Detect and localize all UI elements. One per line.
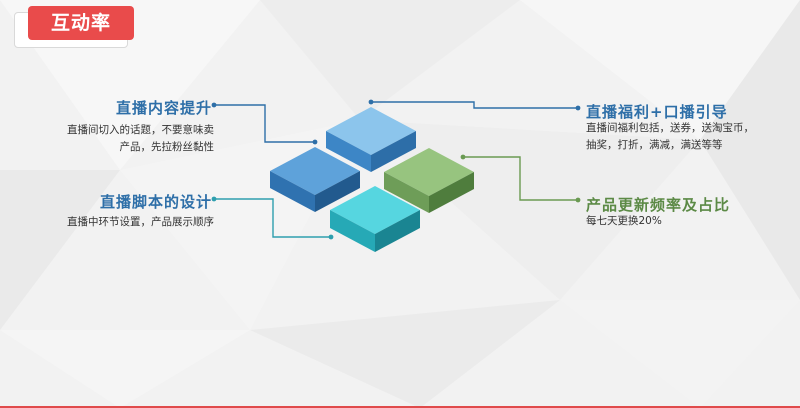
- connector-dot-tl-a: [211, 102, 217, 108]
- connector-bottom-left: [214, 198, 331, 238]
- connector-bottom-right: [463, 156, 578, 201]
- tile-bottom: [330, 186, 420, 252]
- item-desc-line: 直播间福利包括，送券，送淘宝币，: [586, 122, 754, 134]
- item-desc-update-rate: 每七天更换20%: [586, 213, 786, 230]
- tile-left: [270, 147, 360, 212]
- tile-top: [326, 107, 416, 172]
- item-title-content: 直播内容提升: [115, 99, 212, 117]
- item-desc-script: 直播中环节设置，产品展示顺序: [48, 214, 214, 231]
- page-title: 互动率: [28, 6, 134, 40]
- connector-top-left: [214, 104, 315, 143]
- connector-dot-br-b: [575, 197, 581, 203]
- connector-dot-bl-a: [211, 196, 217, 202]
- item-desc-line: 每七天更换20%: [586, 215, 662, 227]
- item-desc-line: 抽奖，打折，满减，满送等等: [586, 139, 723, 151]
- connector-dot-tl-b: [312, 139, 318, 145]
- item-title-benefits: 直播福利+口播引导: [586, 103, 728, 121]
- tile-right: [384, 148, 474, 213]
- item-desc-line: 直播中环节设置，产品展示顺序: [67, 216, 214, 228]
- connector-dot-bl-b: [328, 234, 334, 240]
- connector-dot-br-a: [460, 154, 466, 160]
- connector-dot-tr-a: [368, 99, 374, 105]
- connector-top-right: [371, 101, 578, 109]
- item-desc-line: 直播间切入的话题，不要意味卖: [67, 124, 214, 136]
- bottom-accent-line: [0, 406, 800, 408]
- item-desc-content: 直播间切入的话题，不要意味卖 产品，先拉粉丝黏性: [48, 122, 214, 156]
- item-desc-line: 产品，先拉粉丝黏性: [119, 141, 215, 153]
- item-desc-benefits: 直播间福利包括，送券，送淘宝币， 抽奖，打折，满减，满送等等: [586, 120, 786, 154]
- connector-dot-tr-b: [575, 105, 581, 111]
- item-title-script: 直播脚本的设计: [99, 193, 212, 211]
- item-title-update-rate: 产品更新频率及占比: [586, 196, 731, 214]
